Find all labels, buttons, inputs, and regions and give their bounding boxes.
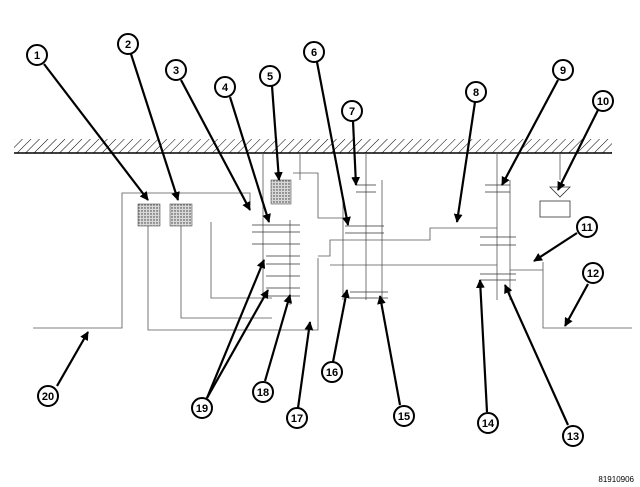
svg-text:7: 7: [349, 106, 355, 118]
one-way-clutch: [539, 186, 571, 218]
callout-1: 1: [26, 44, 48, 66]
callout-14: 14: [477, 412, 499, 434]
svg-text:9: 9: [560, 65, 566, 77]
svg-text:1: 1: [34, 50, 40, 62]
callout-4: 4: [214, 76, 236, 98]
callout-20: 20: [37, 385, 59, 407]
leader-lines: [43, 53, 599, 426]
svg-text:16: 16: [326, 367, 338, 379]
clutch-packs: [137, 179, 292, 227]
callout-6: 6: [303, 41, 325, 63]
callout-13: 13: [562, 425, 584, 447]
callout-18: 18: [252, 381, 274, 403]
callout-10: 10: [592, 90, 614, 112]
callout-9: 9: [552, 59, 574, 81]
callout-12: 12: [582, 262, 604, 284]
callout-2: 2: [117, 33, 139, 55]
shaft-lines: [33, 153, 632, 331]
figure-id: 81910906: [598, 475, 634, 484]
svg-text:4: 4: [222, 82, 229, 94]
svg-text:10: 10: [597, 96, 609, 108]
callout-7: 7: [341, 100, 363, 122]
clutch-pack-5: [270, 179, 292, 205]
clutch-pack-2: [169, 203, 193, 227]
callout-11: 11: [576, 216, 598, 238]
callout-3: 3: [165, 59, 187, 81]
svg-text:8: 8: [473, 87, 479, 99]
svg-text:13: 13: [567, 431, 579, 443]
svg-text:19: 19: [196, 403, 208, 415]
svg-text:20: 20: [42, 391, 54, 403]
callouts: 1 2 3 4 5 6 7 8 9 10 11 12 13 14 15 16 1…: [26, 33, 614, 447]
svg-text:18: 18: [257, 387, 269, 399]
svg-text:11: 11: [581, 222, 593, 234]
callout-5: 5: [259, 65, 281, 87]
callout-15: 15: [393, 405, 415, 427]
callout-16: 16: [321, 361, 343, 383]
clutch-pack-1: [137, 203, 161, 227]
svg-text:5: 5: [267, 71, 273, 83]
svg-text:17: 17: [291, 413, 303, 425]
callout-19: 19: [191, 397, 213, 419]
svg-text:12: 12: [587, 268, 599, 280]
callout-8: 8: [465, 81, 487, 103]
svg-text:14: 14: [482, 418, 495, 430]
callout-17: 17: [286, 407, 308, 429]
svg-text:2: 2: [125, 39, 131, 51]
planetary-gearsets: [252, 184, 516, 299]
svg-text:15: 15: [398, 411, 410, 423]
svg-text:3: 3: [173, 65, 179, 77]
transmission-case-ground: [14, 139, 612, 154]
svg-text:6: 6: [311, 47, 317, 59]
